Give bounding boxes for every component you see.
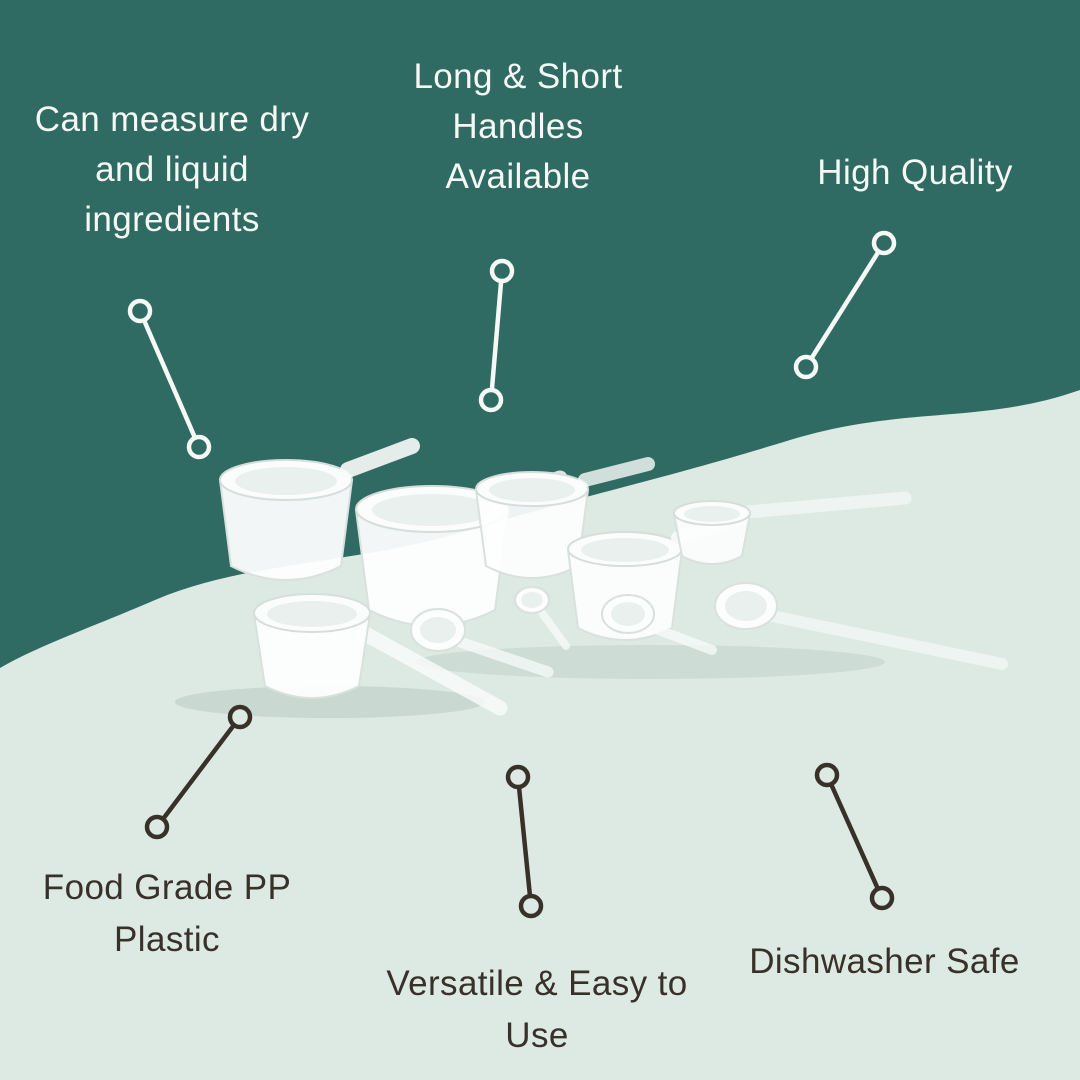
callout-foodgrade: Food Grade PP Plastic [2, 862, 332, 966]
callout-foodgrade-line-2: Plastic [114, 920, 220, 959]
callout-handles-line-1: Long & Short [413, 57, 623, 96]
callout-handles-line-3: Available [445, 157, 591, 196]
callout-versatile-line-2: Use [505, 1016, 569, 1055]
callout-dishwasher: Dishwasher Safe [712, 936, 1057, 988]
callout-quality-line-1: High Quality [817, 153, 1013, 192]
callout-measure-line-3: ingredients [84, 200, 260, 239]
callout-measure-line-1: Can measure dry [34, 100, 310, 139]
callout-measure: Can measure dry and liquid ingredients [2, 95, 342, 245]
callout-handles: Long & Short Handles Available [368, 52, 668, 202]
callout-handles-line-2: Handles [452, 107, 584, 146]
callout-dishwasher-line-1: Dishwasher Safe [749, 942, 1020, 981]
callout-versatile-line-1: Versatile & Easy to [386, 964, 688, 1003]
callout-versatile: Versatile & Easy to Use [337, 958, 737, 1062]
callout-foodgrade-line-1: Food Grade PP [42, 868, 292, 907]
callout-measure-line-2: and liquid [95, 150, 249, 189]
callout-quality: High Quality [765, 148, 1065, 198]
